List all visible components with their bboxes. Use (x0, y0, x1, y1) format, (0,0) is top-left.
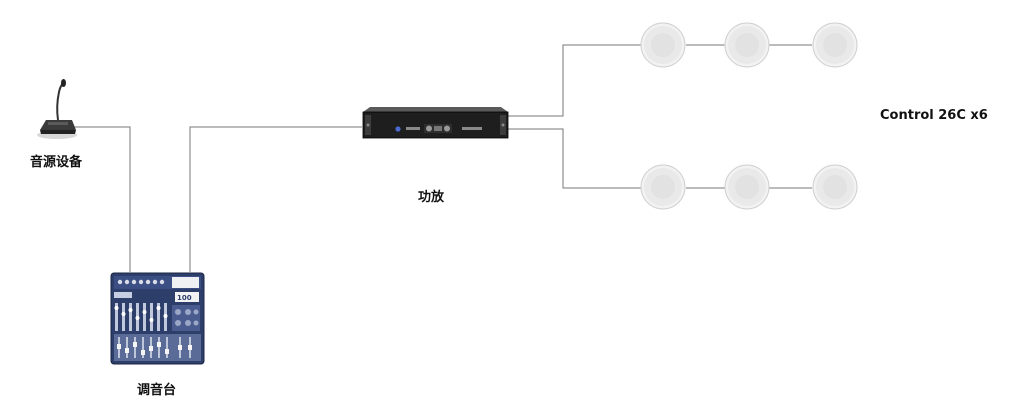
source-device-label: 音源设备 (30, 155, 83, 170)
svg-text:100: 100 (177, 294, 192, 302)
ceiling-speaker-icon (724, 22, 770, 68)
ceiling-speaker-icon (640, 22, 686, 68)
microphone-icon (37, 79, 77, 139)
ceiling-speaker-icon (812, 164, 858, 210)
ceiling-speaker-icon (812, 22, 858, 68)
ceiling-speaker-icon (724, 164, 770, 210)
mixer-to-amp-cable (189, 126, 362, 272)
speaker-model-label: Control 26C x6 (880, 108, 988, 123)
mic-to-mixer-cable (72, 126, 131, 272)
amplifier-icon (362, 107, 509, 139)
mixer-label: 调音台 (137, 383, 177, 398)
ceiling-speaker-icon (640, 164, 686, 210)
mixer-icon: 100 (110, 272, 205, 365)
amplifier-label: 功放 (418, 190, 445, 205)
amp-to-top-speakers-cable (508, 44, 641, 117)
amp-to-bottom-speakers-cable (508, 128, 641, 189)
